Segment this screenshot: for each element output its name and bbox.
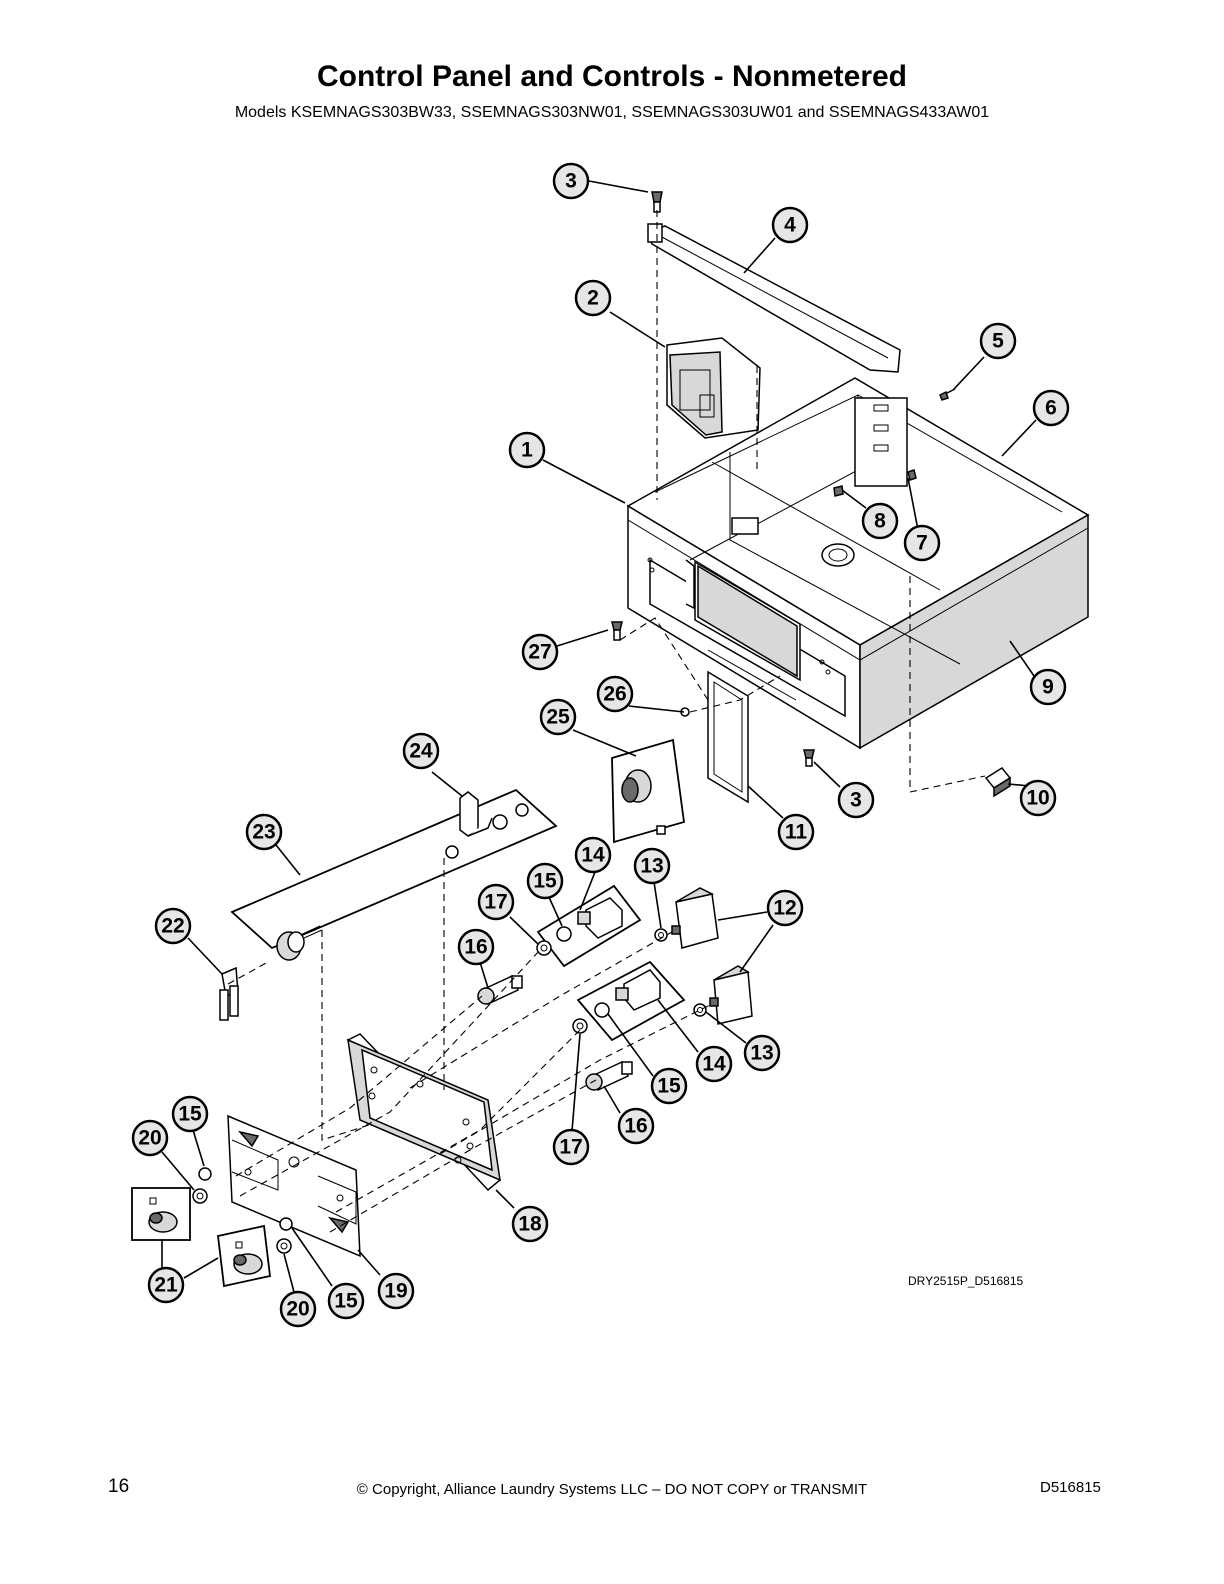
svg-text:24: 24: [409, 740, 433, 763]
control-board-drawing: [666, 337, 761, 439]
svg-text:3: 3: [565, 170, 577, 193]
svg-text:5: 5: [992, 330, 1004, 353]
callout-6: 6: [1032, 389, 1070, 427]
callout-26: 26: [596, 675, 634, 713]
callout-15-bottom: 15: [327, 1282, 365, 1320]
page-subtitle: Models KSEMNAGS303BW33, SSEMNAGS303NW01,…: [234, 104, 990, 121]
callout-27: 27: [521, 633, 559, 671]
svg-text:13: 13: [640, 855, 663, 878]
callout-16-lower: 16: [617, 1107, 655, 1145]
callout-19: 19: [377, 1272, 415, 1310]
svg-text:10: 10: [1026, 787, 1049, 810]
svg-text:23: 23: [252, 821, 275, 844]
assembly-path-lines: [227, 210, 986, 1233]
page-number: 16: [108, 1476, 130, 1497]
svg-text:7: 7: [916, 532, 928, 555]
top-bracket-drawing: [647, 191, 901, 373]
callout-18: 18: [511, 1205, 549, 1243]
svg-text:6: 6: [1045, 397, 1057, 420]
gasket-drawing: [346, 1033, 502, 1192]
callout-2: 2: [574, 279, 612, 317]
copyright-notice: © Copyright, Alliance Laundry Systems LL…: [356, 1481, 868, 1498]
drawing-code: DRY2515P_D516815: [908, 1274, 1024, 1288]
svg-text:2: 2: [587, 287, 599, 310]
svg-text:19: 19: [384, 1280, 407, 1303]
callout-23: 23: [245, 813, 283, 851]
svg-text:20: 20: [286, 1298, 309, 1321]
lock-plate-drawing: [219, 788, 558, 1021]
svg-text:22: 22: [161, 915, 184, 938]
page-title: Control Panel and Controls - Nonmetered: [316, 60, 908, 93]
svg-text:16: 16: [464, 936, 487, 959]
svg-text:20: 20: [138, 1127, 161, 1150]
callout-9: 9: [1029, 668, 1067, 706]
document-number: D516815: [1040, 1479, 1101, 1496]
access-door-drawing: [707, 670, 749, 804]
callout-21: 21: [147, 1266, 185, 1304]
callout-15-left: 15: [171, 1095, 209, 1133]
svg-text:15: 15: [657, 1075, 681, 1098]
svg-text:3: 3: [850, 789, 862, 812]
svg-text:8: 8: [874, 510, 886, 533]
callout-20-left: 20: [131, 1119, 169, 1157]
svg-text:11: 11: [785, 821, 808, 844]
callout-13-upper: 13: [633, 847, 671, 885]
callout-1: 1: [508, 431, 546, 469]
svg-text:27: 27: [528, 641, 551, 664]
control-panel-drawing: [131, 1114, 361, 1288]
callout-8: 8: [861, 502, 899, 540]
svg-text:13: 13: [750, 1042, 773, 1065]
callout-25: 25: [539, 698, 577, 736]
callout-17-lower: 17: [552, 1128, 590, 1166]
callout-11: 11: [777, 813, 815, 851]
svg-text:14: 14: [702, 1053, 726, 1076]
switch-drawing: [984, 767, 1012, 798]
svg-text:16: 16: [624, 1115, 647, 1138]
leader-lines: [161, 180, 1037, 1293]
callout-7: 7: [903, 524, 941, 562]
callout-3-top: 3: [552, 162, 590, 200]
callout-14-upper: 14: [574, 836, 612, 874]
knob-detail-drawing: [611, 738, 685, 844]
callout-17-upper: 17: [477, 883, 515, 921]
svg-text:15: 15: [533, 870, 557, 893]
small-fasteners-drawing: [611, 388, 956, 767]
svg-text:17: 17: [484, 891, 507, 914]
svg-text:15: 15: [178, 1103, 202, 1126]
svg-text:12: 12: [773, 897, 796, 920]
lower-switch-group-drawing: [572, 960, 686, 1092]
svg-text:4: 4: [784, 214, 796, 237]
callout-4: 4: [771, 206, 809, 244]
upper-switch-group-drawing: [477, 884, 753, 1025]
callout-15-middle: 15: [650, 1067, 688, 1105]
svg-text:14: 14: [581, 844, 605, 867]
callout-22: 22: [154, 907, 192, 945]
control-hood-drawing: [626, 377, 1090, 750]
svg-text:17: 17: [559, 1136, 582, 1159]
svg-text:1: 1: [521, 439, 533, 462]
callout-13-lower: 13: [743, 1034, 781, 1072]
callout-10: 10: [1019, 779, 1057, 817]
callout-24: 24: [402, 732, 440, 770]
callout-12: 12: [766, 889, 804, 927]
callout-5: 5: [979, 322, 1017, 360]
callout-15-upper: 15: [526, 862, 564, 900]
callout-3-bottom: 3: [837, 781, 875, 819]
callout-14-lower: 14: [695, 1045, 733, 1083]
callout-20-bottom: 20: [279, 1290, 317, 1328]
svg-text:21: 21: [154, 1274, 178, 1297]
svg-text:15: 15: [334, 1290, 358, 1313]
callout-16-upper: 16: [457, 928, 495, 966]
svg-text:26: 26: [603, 683, 626, 706]
svg-text:9: 9: [1042, 676, 1054, 699]
svg-text:25: 25: [546, 706, 570, 729]
svg-text:18: 18: [518, 1213, 542, 1236]
